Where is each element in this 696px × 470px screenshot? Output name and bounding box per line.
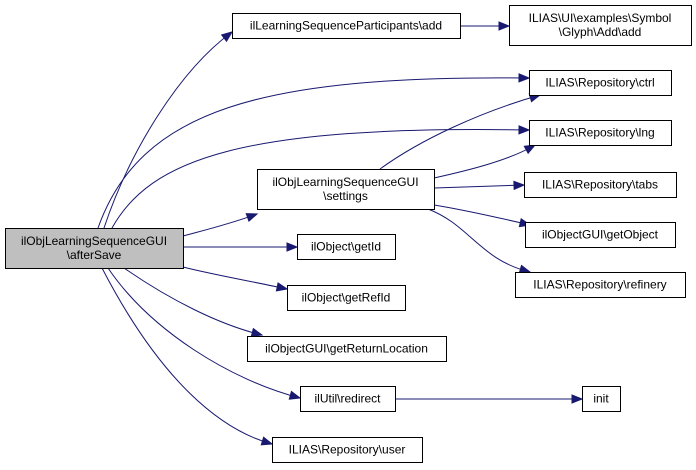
edge-settings-to-repo_lng (433, 144, 537, 179)
edge-settings-to-repo_refinery (427, 208, 532, 274)
arrowhead-icon (288, 390, 302, 400)
arrowhead-icon (518, 264, 532, 274)
edge-root-to-settings (182, 213, 259, 237)
node-repo-user[interactable]: ILIAS\Repository\user (272, 437, 423, 463)
edge-line (103, 31, 233, 229)
node-box[interactable] (297, 234, 396, 260)
arrowhead-icon (245, 213, 259, 222)
node-init[interactable]: init (582, 386, 621, 412)
nodes-layer: ilObjLearningSequenceGUI\afterSaveilLear… (5, 5, 692, 463)
node-label: ILIAS\Repository\ctrl (545, 76, 654, 90)
node-box[interactable] (5, 228, 184, 269)
node-glyph-add[interactable]: ILIAS\UI\examples\Symbol\Glyph\Add\add (509, 5, 692, 46)
node-box[interactable] (515, 272, 686, 298)
node-box[interactable] (509, 5, 692, 46)
node-box[interactable] (287, 285, 406, 311)
node-repo-ctrl[interactable]: ILIAS\Repository\ctrl (529, 70, 672, 96)
edge-root-to-get_id (183, 242, 299, 252)
node-label: ILIAS\Repository\user (289, 443, 406, 457)
edge-line (182, 213, 258, 237)
arrowhead-icon (518, 73, 531, 83)
arrowhead-icon (286, 242, 299, 252)
node-box[interactable] (529, 120, 672, 146)
node-box[interactable] (524, 172, 677, 198)
edge-settings-to-repo_ctrl (379, 93, 542, 170)
edge-line (433, 184, 525, 189)
edge-root-to-repo_ctrl (97, 73, 531, 229)
edge-root-to-participants_add (103, 31, 234, 229)
node-box[interactable] (300, 386, 396, 412)
node-box[interactable] (582, 386, 621, 412)
edge-settings-to-get_object (433, 204, 532, 228)
edge-line (433, 204, 531, 226)
node-get-return-location[interactable]: ilObjectGUI\getReturnLocation (247, 336, 447, 362)
edge-participants_add-to-glyph_add (460, 21, 511, 31)
arrowhead-icon (518, 125, 531, 135)
node-box[interactable] (232, 13, 461, 39)
arrowhead-icon (513, 180, 526, 191)
edge-redirect-to-init (395, 394, 584, 404)
node-label: ILIAS\UI\examples\Symbol (529, 11, 672, 25)
edge-line (182, 266, 288, 290)
node-get-ref-id[interactable]: ilObject\getRefId (287, 285, 406, 311)
node-label: ILIAS\Repository\refinery (533, 278, 666, 292)
node-label: ilObjectGUI\getReturnLocation (265, 342, 428, 356)
arrowhead-icon (220, 31, 234, 43)
arrowhead-icon (260, 436, 274, 446)
node-label: \afterSave (67, 248, 122, 262)
node-repo-refinery[interactable]: ILIAS\Repository\refinery (515, 272, 686, 298)
arrowhead-icon (571, 394, 584, 404)
edge-root-to-get_ref_id (182, 266, 289, 292)
node-settings[interactable]: ilObjLearningSequenceGUI\settings (257, 169, 435, 210)
node-label: ilObject\getRefId (302, 291, 391, 305)
node-label: ilObjLearningSequenceGUI (21, 234, 167, 248)
edge-root-to-redirect (107, 267, 302, 400)
node-label: \settings (323, 189, 368, 203)
edge-line (107, 267, 301, 399)
arrowhead-icon (275, 282, 289, 292)
node-redirect[interactable]: ilUtil\redirect (300, 386, 396, 412)
node-box[interactable] (525, 222, 676, 248)
node-box[interactable] (272, 437, 423, 463)
node-label: ilUtil\redirect (314, 392, 381, 406)
edge-line (427, 208, 531, 273)
node-box[interactable] (257, 169, 435, 210)
node-label: ILIAS\Repository\lng (545, 126, 654, 140)
arrowhead-icon (523, 144, 537, 155)
edge-line (111, 129, 530, 229)
edge-root-to-get_return_location (123, 267, 264, 337)
node-box[interactable] (247, 336, 447, 362)
node-participants-add[interactable]: ilLearningSequenceParticipants\add (232, 13, 461, 39)
edge-line (101, 267, 273, 445)
edge-root-to-repo_lng (111, 125, 531, 229)
edge-line (97, 77, 530, 229)
arrowhead-icon (250, 327, 264, 337)
edge-root-to-repo_user (101, 267, 274, 446)
node-label: ilLearningSequenceParticipants\add (250, 19, 442, 33)
node-box[interactable] (529, 70, 672, 96)
arrowhead-icon (498, 21, 511, 31)
node-label: init (593, 392, 609, 406)
edge-line (379, 94, 541, 170)
edge-settings-to-repo_tabs (433, 180, 526, 191)
node-label: ilObjectGUI\getObject (542, 228, 659, 242)
node-repo-tabs[interactable]: ILIAS\Repository\tabs (524, 172, 677, 198)
node-label: ILIAS\Repository\tabs (542, 178, 658, 192)
node-get-object[interactable]: ilObjectGUI\getObject (525, 222, 676, 248)
node-root[interactable]: ilObjLearningSequenceGUI\afterSave (5, 228, 184, 269)
node-label: \Glyph\Add\add (559, 25, 642, 39)
node-repo-lng[interactable]: ILIAS\Repository\lng (529, 120, 672, 146)
edge-line (123, 267, 263, 336)
edge-line (433, 144, 536, 179)
node-label: ilObjLearningSequenceGUI (272, 175, 418, 189)
node-get-id[interactable]: ilObject\getId (297, 234, 396, 260)
node-label: ilObject\getId (311, 240, 381, 254)
